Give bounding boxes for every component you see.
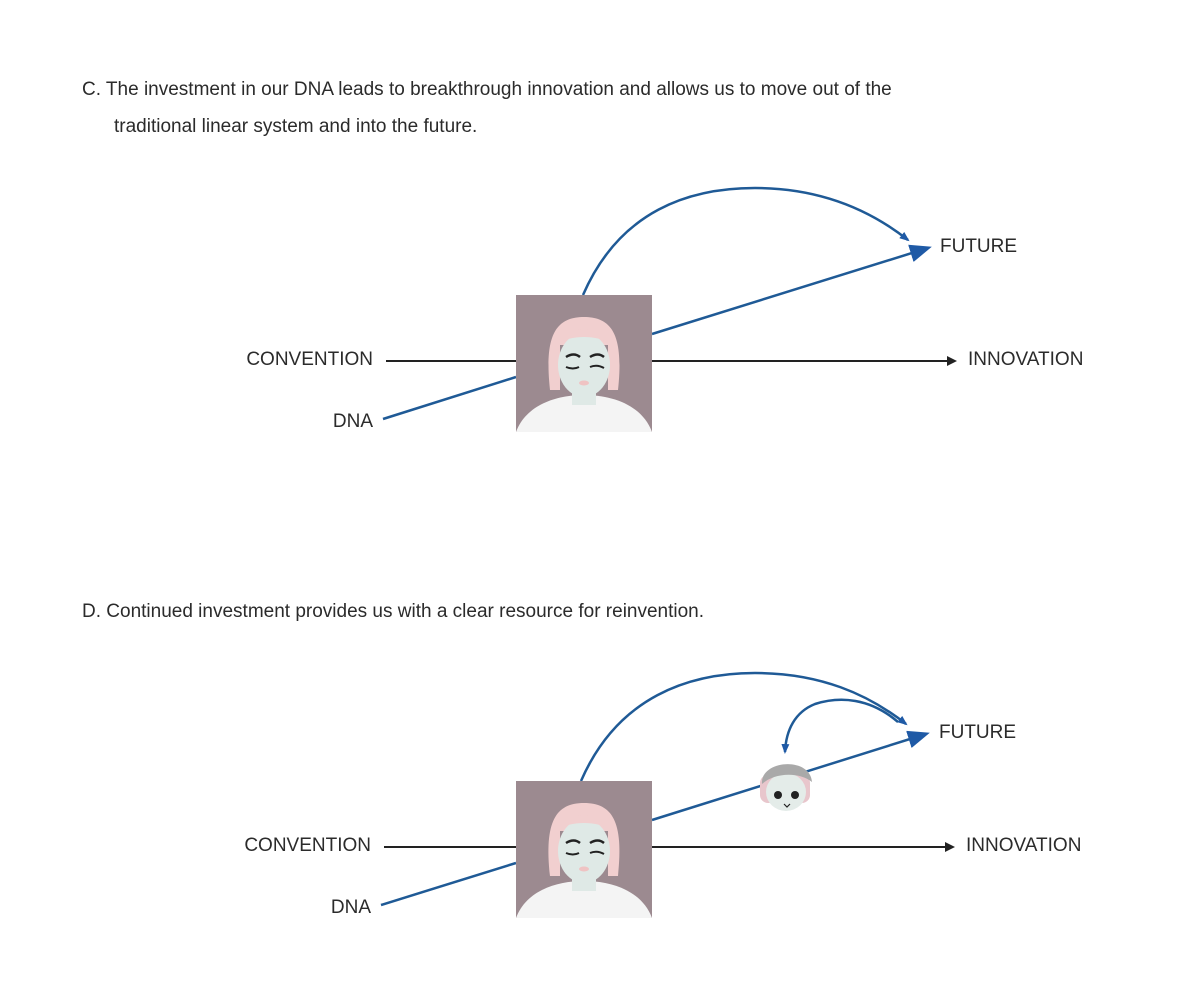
label-future: FUTURE: [939, 722, 1016, 743]
future-arrow: [651, 244, 932, 336]
breakthrough-arc: [581, 186, 910, 296]
panel-d: D. Continued investment provides us with…: [82, 601, 1081, 920]
label-dna: DNA: [333, 411, 373, 432]
label-dna: DNA: [331, 897, 371, 918]
panel-c-caption-line2: traditional linear system and into the f…: [114, 116, 477, 137]
label-convention: CONVENTION: [246, 349, 373, 370]
panel-d-caption: D. Continued investment provides us with…: [82, 601, 704, 622]
dna-line: [382, 375, 517, 421]
label-convention: CONVENTION: [244, 835, 371, 856]
label-innovation: INNOVATION: [968, 349, 1083, 370]
avatar-image: [514, 293, 654, 434]
small-avatar-image: [760, 764, 812, 811]
reinvention-arc: [781, 698, 899, 754]
label-innovation: INNOVATION: [966, 835, 1081, 856]
avatar-image: [514, 779, 654, 920]
panel-c-caption-line1: C. The investment in our DNA leads to br…: [82, 79, 892, 100]
dna-line: [380, 861, 517, 907]
label-future: FUTURE: [940, 236, 1017, 257]
panel-c: C. The investment in our DNA leads to br…: [82, 79, 1083, 434]
breakthrough-arc: [579, 671, 908, 782]
